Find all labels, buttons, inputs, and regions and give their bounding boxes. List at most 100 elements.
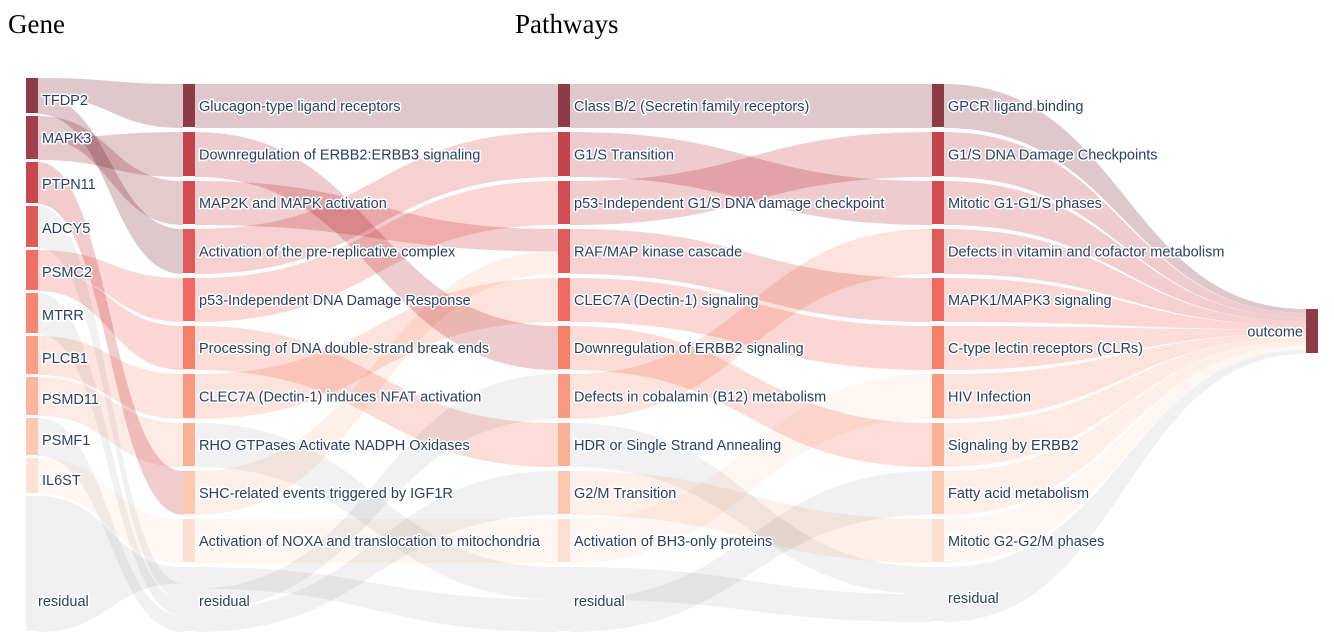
nodes-layer [26, 78, 1318, 631]
node-label-gene-6: PLCB1 [42, 351, 88, 367]
node-pathway1-1[interactable] [183, 132, 195, 176]
node-label-pathway3-7: Signaling by ERBB2 [948, 438, 1079, 454]
node-pathway2-4[interactable] [558, 278, 570, 321]
link-pathway2-10-to-pathway3-10 [570, 567, 932, 622]
node-pathway1-6[interactable] [183, 374, 195, 418]
link-gene-1-to-pathway1-1 [38, 132, 183, 177]
node-gene-8[interactable] [26, 418, 38, 455]
node-pathway1-5[interactable] [183, 326, 195, 369]
labels-layer: TFDP2MAPK3PTPN11ADCY5PSMC2MTRRPLCB1PSMD1… [37, 92, 1305, 612]
node-pathway2-7[interactable] [558, 423, 570, 466]
node-pathway2-1[interactable] [558, 132, 570, 176]
node-pathway3-6[interactable] [932, 374, 944, 418]
node-label-gene-5: MTRR [42, 308, 84, 324]
link-pathway1-3-to-pathway2-1 [195, 132, 558, 274]
node-label-pathway2-8: G2/M Transition [574, 486, 676, 502]
node-pathway3-1[interactable] [932, 132, 944, 176]
node-pathway2-0[interactable] [558, 84, 570, 127]
node-pathway1-2[interactable] [183, 181, 195, 224]
link-gene-5-to-pathway1-10 [38, 293, 183, 616]
node-pathway1-7[interactable] [183, 423, 195, 466]
node-pathway1-0[interactable] [183, 84, 195, 127]
node-label-pathway1-2: MAP2K and MAPK activation [199, 196, 387, 212]
node-pathway1-4[interactable] [183, 278, 195, 321]
link-gene-2-to-pathway1-8 [38, 162, 183, 515]
link-pathway2-9-to-pathway3-6 [570, 374, 932, 563]
link-gene-10-to-pathway1-10 [38, 496, 183, 632]
node-label-pathway2-10: residual [574, 594, 625, 610]
node-pathway3-0[interactable] [932, 84, 944, 127]
link-pathway3-6-to-outcome-0 [944, 333, 1306, 419]
link-pathway2-3-to-pathway3-4 [570, 229, 932, 322]
node-pathway3-5[interactable] [932, 326, 944, 369]
link-pathway1-6-to-pathway2-4 [195, 278, 558, 419]
link-pathway3-8-to-outcome-0 [944, 341, 1306, 515]
node-pathway3-8[interactable] [932, 471, 944, 514]
node-pathway1-8[interactable] [183, 471, 195, 514]
node-label-gene-1: MAPK3 [42, 131, 91, 147]
node-label-gene-3: ADCY5 [42, 221, 90, 237]
link-pathway3-2-to-outcome-0 [944, 181, 1306, 322]
node-pathway2-3[interactable] [558, 229, 570, 273]
node-pathway2-5[interactable] [558, 326, 570, 369]
node-label-pathway3-2: Mitotic G1-G1/S phases [948, 196, 1102, 212]
node-pathway2-10[interactable] [558, 567, 570, 631]
node-pathway3-7[interactable] [932, 423, 944, 466]
node-gene-10[interactable] [26, 496, 38, 631]
node-label-pathway1-3: Activation of the pre-replicative comple… [199, 245, 456, 261]
node-outcome-0[interactable] [1306, 309, 1318, 353]
node-gene-1[interactable] [26, 116, 38, 159]
node-pathway2-2[interactable] [558, 181, 570, 224]
node-pathway1-10[interactable] [183, 567, 195, 631]
node-label-pathway3-5: C-type lectin receptors (CLRs) [948, 341, 1143, 357]
node-gene-6[interactable] [26, 336, 38, 374]
node-label-pathway2-3: RAF/MAP kinase cascade [574, 245, 742, 261]
node-pathway3-10[interactable] [932, 567, 944, 621]
node-pathway3-9[interactable] [932, 519, 944, 562]
node-gene-9[interactable] [26, 458, 38, 493]
node-pathway3-4[interactable] [932, 278, 944, 321]
link-pathway2-6-to-pathway3-3 [570, 229, 932, 419]
gene-header: Gene [8, 9, 65, 39]
node-pathway2-9[interactable] [558, 519, 570, 562]
node-label-pathway2-5: Downregulation of ERBB2 signaling [574, 341, 804, 357]
link-pathway3-7-to-outcome-0 [944, 337, 1306, 467]
node-gene-2[interactable] [26, 162, 38, 203]
link-gene-3-to-pathway1-10 [38, 206, 183, 600]
node-label-pathway2-9: Activation of BH3-only proteins [574, 534, 772, 550]
node-label-gene-10: residual [38, 594, 89, 610]
link-pathway2-0-to-pathway3-0 [570, 84, 932, 128]
node-pathway2-6[interactable] [558, 374, 570, 418]
node-label-gene-4: PSMC2 [42, 265, 92, 281]
node-label-pathway1-6: CLEC7A (Dectin-1) induces NFAT activatio… [199, 390, 481, 406]
link-gene-4-to-pathway1-5 [38, 270, 183, 370]
link-gene-0-to-pathway1-0 [38, 78, 183, 128]
node-label-pathway3-0: GPCR ligand binding [948, 99, 1083, 115]
node-pathway3-3[interactable] [932, 229, 944, 273]
link-pathway3-0-to-outcome-0 [944, 84, 1306, 314]
node-pathway1-9[interactable] [183, 519, 195, 562]
node-pathway2-8[interactable] [558, 471, 570, 514]
node-gene-5[interactable] [26, 293, 38, 333]
node-label-pathway1-8: SHC-related events triggered by IGF1R [199, 486, 453, 502]
link-gene-9-to-pathway1-9 [38, 458, 183, 563]
node-label-pathway3-10: residual [948, 591, 999, 607]
node-gene-0[interactable] [26, 78, 38, 113]
pathways-header: Pathways [515, 9, 619, 39]
node-label-pathway3-3: Defects in vitamin and cofactor metaboli… [948, 245, 1224, 261]
link-pathway3-9-to-outcome-0 [944, 345, 1306, 563]
node-label-gene-7: PSMD11 [42, 392, 99, 408]
node-pathway1-3[interactable] [183, 229, 195, 273]
link-pathway3-3-to-outcome-0 [944, 229, 1306, 326]
node-gene-7[interactable] [26, 377, 38, 415]
link-pathway2-2-to-pathway3-1 [570, 132, 932, 225]
node-pathway3-2[interactable] [932, 181, 944, 224]
node-gene-4[interactable] [26, 250, 38, 290]
node-gene-3[interactable] [26, 206, 38, 247]
link-pathway1-10-to-pathway2-6 [195, 374, 558, 611]
node-label-pathway2-0: Class B/2 (Secretin family receptors) [574, 99, 809, 115]
node-label-pathway1-7: RHO GTPases Activate NADPH Oxidases [199, 438, 470, 454]
node-label-pathway2-6: Defects in cobalamin (B12) metabolism [574, 390, 826, 406]
node-label-gene-2: PTPN11 [42, 177, 96, 193]
